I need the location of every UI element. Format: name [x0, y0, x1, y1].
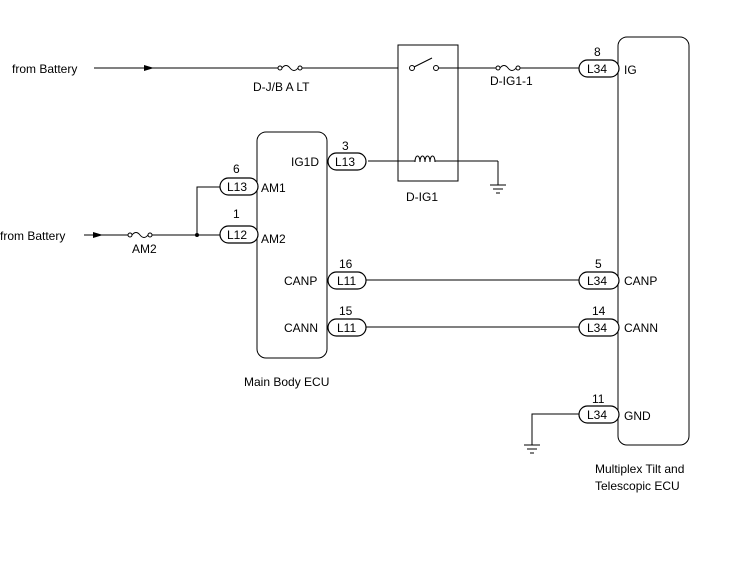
main-body-ecu-label: Main Body ECU: [244, 375, 329, 389]
ground-icon: [490, 184, 506, 194]
connector-label: L13: [227, 180, 247, 194]
pin-number: 11: [592, 392, 605, 406]
connector-label: L13: [335, 155, 355, 169]
connector-label: L34: [587, 321, 607, 335]
fuse-djb-alt-label: D-J/B A LT: [253, 80, 310, 94]
pin-number: 3: [342, 139, 349, 153]
pin-name: AM1: [261, 181, 286, 195]
connector-label: L12: [227, 228, 247, 242]
wire-branch-am1: [196, 186, 222, 235]
ground-icon: [524, 444, 540, 454]
pin-name: CANN: [284, 321, 318, 335]
fuse-dig1-1-label: D-IG1-1: [490, 74, 533, 88]
pin-name: CANP: [624, 274, 657, 288]
fuse-djb-alt: [277, 65, 303, 71]
main-body-ecu-box: [256, 131, 328, 359]
connector-label: L11: [337, 274, 356, 288]
tilt-ecu-label-line1: Multiplex Tilt and: [595, 462, 684, 476]
tilt-ecu-label-line2: Telescopic ECU: [595, 479, 680, 493]
connector-l13-ig1d: [327, 152, 367, 171]
connector-l34-ig: [578, 59, 620, 78]
pin-number: 8: [594, 45, 601, 59]
pin-name: CANP: [284, 274, 317, 288]
connector-l12-am2: [219, 225, 259, 244]
arrow-right-icon: [144, 65, 154, 71]
pin-number: 6: [233, 162, 240, 176]
pin-number: 14: [592, 304, 606, 318]
connector-label: L34: [587, 62, 607, 76]
fuse-dig1-1: [495, 65, 521, 71]
pin-name: CANN: [624, 321, 658, 335]
pin-name: AM2: [261, 232, 286, 246]
from-battery-left-label: from Battery: [0, 229, 65, 243]
connector-l34-cann: [578, 318, 620, 337]
connector-l13-am1: [219, 177, 259, 196]
connector-label: L34: [587, 274, 607, 288]
pin-number: 15: [339, 304, 353, 318]
pin-name: IG1D: [291, 155, 319, 169]
pin-name: IG: [624, 63, 637, 77]
pin-number: 16: [339, 257, 353, 271]
fuse-am2-label: AM2: [132, 242, 157, 256]
connector-l34-canp: [578, 271, 620, 290]
tilt-telescopic-ecu-box: [617, 36, 690, 446]
arrow-right-icon: [93, 232, 103, 238]
wire-gnd: [531, 413, 579, 445]
connector-label: L34: [587, 408, 607, 422]
pin-number: 5: [595, 257, 602, 271]
fuse-am2: [127, 232, 153, 238]
relay-coil-icon: [398, 155, 458, 163]
from-battery-top-label: from Battery: [12, 62, 77, 76]
pin-number: 1: [233, 207, 240, 221]
relay-dig1-label: D-IG1: [406, 190, 438, 204]
pin-name: GND: [624, 409, 651, 423]
connector-label: L11: [337, 321, 356, 335]
